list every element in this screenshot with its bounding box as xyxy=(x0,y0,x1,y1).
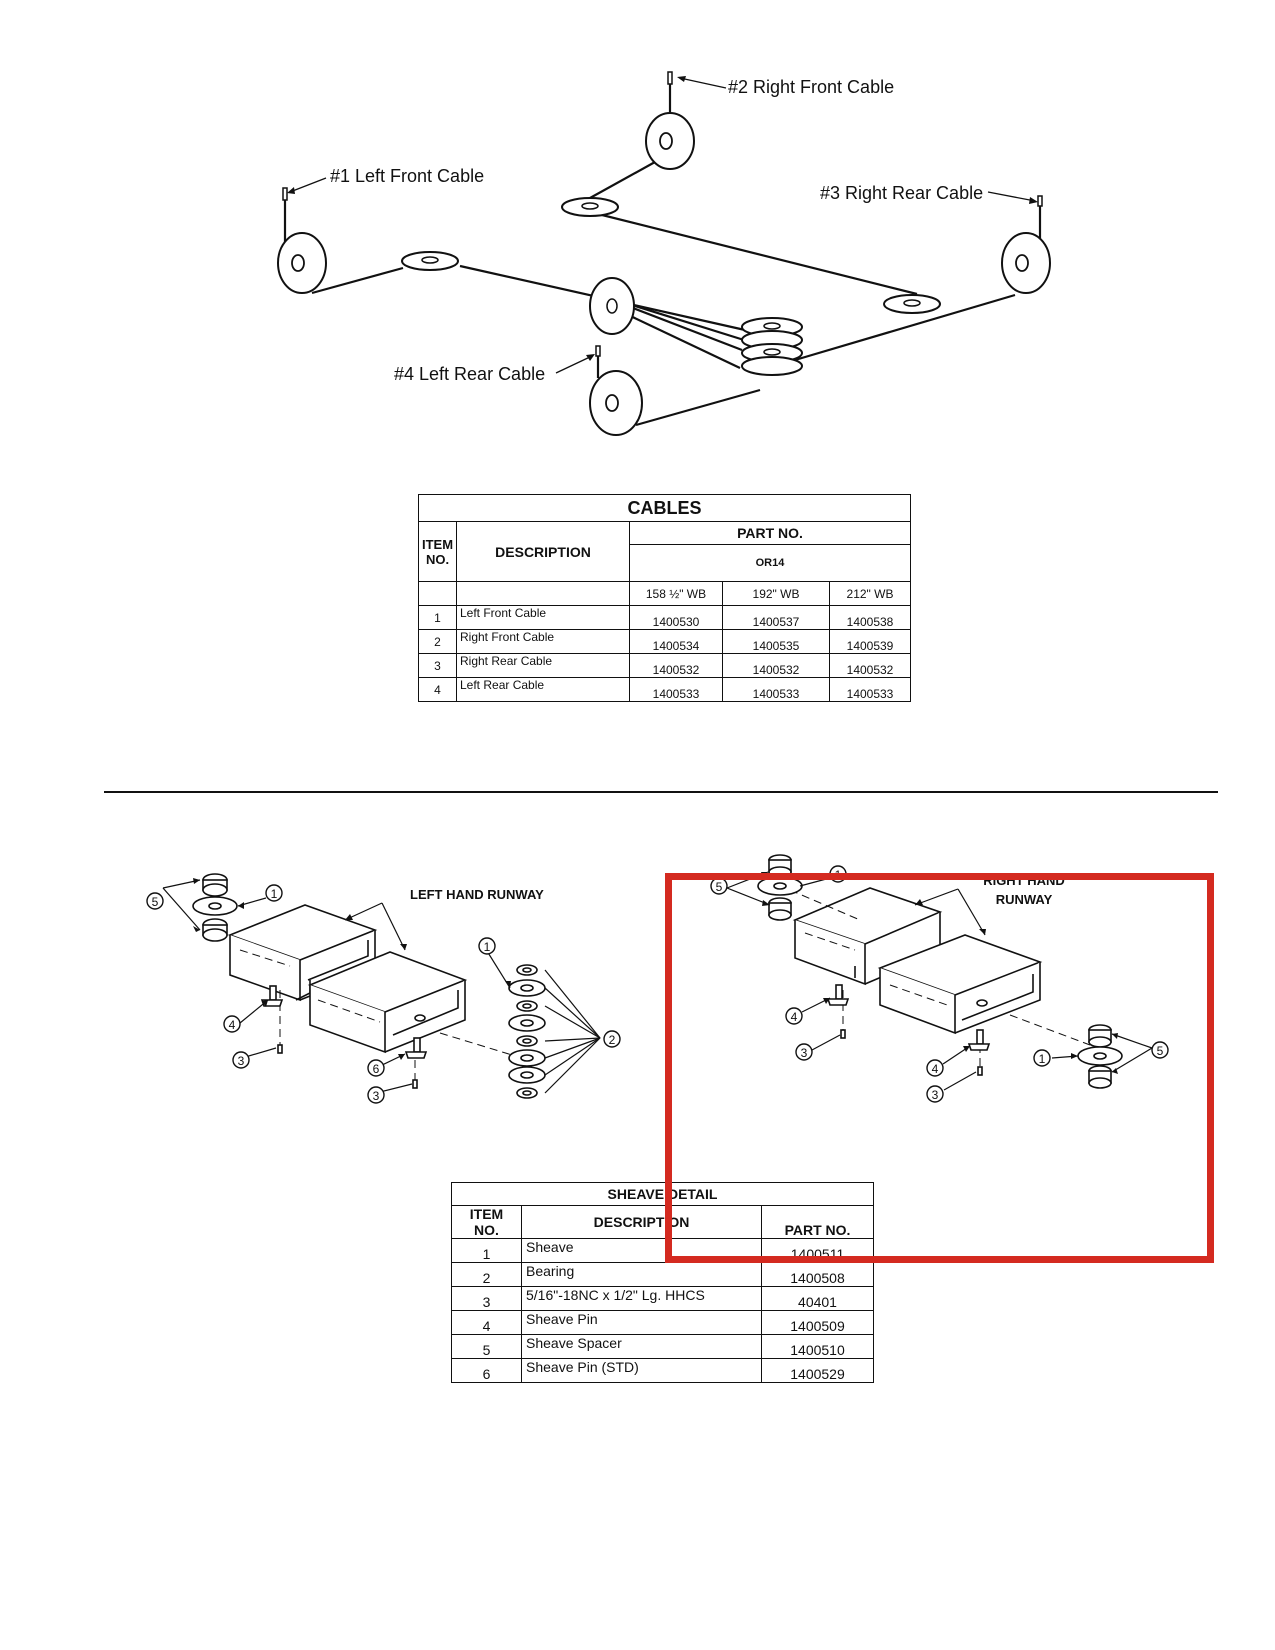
cables-col-part-no: PART NO. xyxy=(629,521,911,545)
table-row: 6 Sheave Pin (STD) 1400529 xyxy=(451,1358,875,1383)
cable-part: 1400533 xyxy=(722,677,830,702)
svg-text:5: 5 xyxy=(152,895,159,909)
cable-item: 3 xyxy=(418,653,457,678)
sheave-description: Sheave xyxy=(521,1238,762,1263)
cable-item: 4 xyxy=(418,677,457,702)
right-balloon-1b: 1 xyxy=(1033,1049,1051,1067)
svg-text:1: 1 xyxy=(271,887,278,901)
left-balloon-3: 3 xyxy=(232,1051,250,1069)
right-balloon-5: 5 xyxy=(710,877,728,895)
sheave-item: 1 xyxy=(451,1238,522,1263)
svg-text:1: 1 xyxy=(484,940,491,954)
sheave-description: Bearing xyxy=(521,1262,762,1287)
table-row: 1 Sheave 1400511 xyxy=(451,1238,875,1263)
sheave-description: Sheave Pin (STD) xyxy=(521,1358,762,1383)
right-balloon-4: 4 xyxy=(785,1007,803,1025)
table-row: 5 Sheave Spacer 1400510 xyxy=(451,1334,875,1359)
svg-text:3: 3 xyxy=(238,1054,245,1068)
table-row: 4 Sheave Pin 1400509 xyxy=(451,1310,875,1335)
sheave-item: 5 xyxy=(451,1334,522,1359)
cable-item: 2 xyxy=(418,629,457,654)
cables-col-item: ITEM NO. xyxy=(418,521,457,582)
right-balloon-3b: 3 xyxy=(926,1085,944,1103)
sheave-item: 3 xyxy=(451,1286,522,1311)
cables-wb-header: 158 ½" WB xyxy=(629,581,723,606)
right-balloon-3: 3 xyxy=(795,1043,813,1061)
cable-description: Left Rear Cable xyxy=(456,677,630,702)
left-balloon-4: 4 xyxy=(223,1015,241,1033)
right-balloon-5b: 5 xyxy=(1151,1041,1169,1059)
svg-text:3: 3 xyxy=(932,1088,939,1102)
svg-text:4: 4 xyxy=(932,1062,939,1076)
left-hand-runway-label: LEFT HAND RUNWAY xyxy=(410,887,544,902)
cables-table: CABLES ITEM NO. DESCRIPTION PART NO. OR1… xyxy=(418,494,911,702)
cable-part: 1400537 xyxy=(722,605,830,630)
cable-routing-diagram: #2 Right Front Cable #1 Left Front Cable… xyxy=(277,71,1051,436)
cable-description: Right Front Cable xyxy=(456,629,630,654)
svg-text:3: 3 xyxy=(801,1046,808,1060)
left-balloon-5: 5 xyxy=(146,892,164,910)
svg-text:3: 3 xyxy=(373,1089,380,1103)
left-balloon-3b: 3 xyxy=(367,1086,385,1104)
sheave-description: Sheave Pin xyxy=(521,1310,762,1335)
cables-model: OR14 xyxy=(629,544,911,582)
svg-text:2: 2 xyxy=(609,1033,616,1047)
right-hand-runway-label-2: RUNWAY xyxy=(996,892,1053,907)
left-balloon-6: 6 xyxy=(367,1059,385,1077)
sheave-part: 40401 xyxy=(760,1286,875,1311)
sheave-description: Sheave Spacer xyxy=(521,1334,762,1359)
cable-part: 1400538 xyxy=(829,605,911,630)
sheave-table-title: SHEAVE DETAIL xyxy=(450,1182,875,1206)
cables-table-title: CABLES xyxy=(418,494,911,522)
table-row: 2 Right Front Cable 1400534 1400535 1400… xyxy=(418,629,911,654)
svg-text:4: 4 xyxy=(791,1010,798,1024)
sheave-part: 1400529 xyxy=(760,1358,875,1383)
cable-part: 1400532 xyxy=(629,653,723,678)
svg-text:5: 5 xyxy=(1157,1044,1164,1058)
table-row: 3 Right Rear Cable 1400532 1400532 14005… xyxy=(418,653,911,678)
svg-text:4: 4 xyxy=(229,1018,236,1032)
runway-sheave-diagram: LEFT HAND RUNWAY 5 1 1 2 4 3 6 3 xyxy=(146,854,1169,1104)
cables-col-description: DESCRIPTION xyxy=(456,521,630,582)
sheave-item: 6 xyxy=(451,1358,522,1383)
cable-part: 1400533 xyxy=(629,677,723,702)
cable-part: 1400533 xyxy=(829,677,911,702)
sheave-detail-table: SHEAVE DETAIL ITEM NO. DESCRIPTION PART … xyxy=(450,1182,875,1383)
right-balloon-4b: 4 xyxy=(926,1059,944,1077)
svg-text:1: 1 xyxy=(1039,1052,1046,1066)
sheave-col-description: DESCRIPTION xyxy=(521,1205,762,1239)
left-rear-cable-callout: #4 Left Rear Cable xyxy=(394,364,545,384)
right-front-cable-callout: #2 Right Front Cable xyxy=(728,77,894,97)
sheave-part: 1400509 xyxy=(760,1310,875,1335)
svg-text:5: 5 xyxy=(716,880,723,894)
left-balloon-1b: 1 xyxy=(478,937,496,955)
right-rear-cable-callout: #3 Right Rear Cable xyxy=(820,183,983,203)
table-row: 4 Left Rear Cable 1400533 1400533 140053… xyxy=(418,677,911,702)
sheave-part: 1400511 xyxy=(760,1238,875,1263)
left-balloon-2: 2 xyxy=(603,1030,621,1048)
sheave-part: 1400510 xyxy=(760,1334,875,1359)
right-balloon-1: 1 xyxy=(829,865,847,883)
sheave-col-item: ITEM NO. xyxy=(451,1205,522,1239)
table-row: 3 5/16"-18NC x 1/2" Lg. HHCS 40401 xyxy=(451,1286,875,1311)
svg-text:6: 6 xyxy=(373,1062,380,1076)
left-front-cable-callout: #1 Left Front Cable xyxy=(330,166,484,186)
sheave-description: 5/16"-18NC x 1/2" Lg. HHCS xyxy=(521,1286,762,1311)
svg-text:1: 1 xyxy=(835,868,842,882)
sheave-item: 2 xyxy=(451,1262,522,1287)
sheave-col-part-no: PART NO. xyxy=(760,1205,875,1239)
section-divider xyxy=(104,791,1218,793)
sheave-part: 1400508 xyxy=(760,1262,875,1287)
sheave-item: 4 xyxy=(451,1310,522,1335)
right-hand-runway-label: RIGHT HAND xyxy=(983,873,1065,888)
table-row: 2 Bearing 1400508 xyxy=(451,1262,875,1287)
left-balloon-1: 1 xyxy=(265,884,283,902)
cable-part: 1400532 xyxy=(829,653,911,678)
cable-part: 1400535 xyxy=(722,629,830,654)
